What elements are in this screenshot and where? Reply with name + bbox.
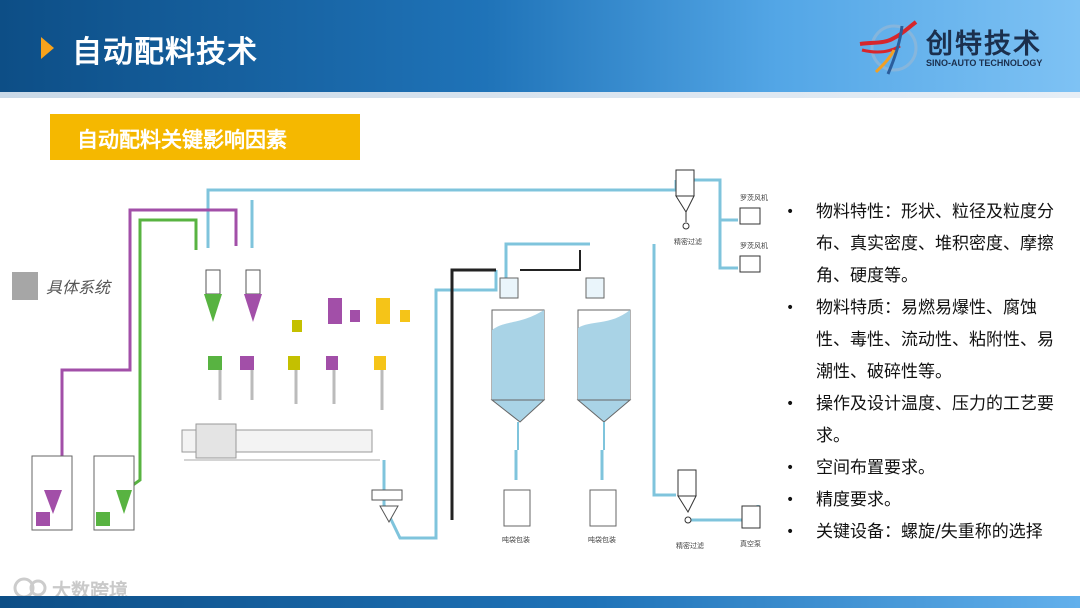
- bag-station-green: [93, 455, 135, 531]
- purple-pipe: [60, 208, 238, 460]
- factor-list: •物料特性：形状、粒径及粒度分布、真实密度、堆积密度、摩擦角、硬度等。 •物料特…: [786, 196, 1066, 548]
- storage-silo-1: 吨袋包装: [490, 277, 546, 544]
- side-label: 具体系统: [46, 278, 111, 297]
- bullet-dot: •: [786, 204, 795, 220]
- brand-name: 创特技术: [926, 29, 1042, 60]
- cyclone-filter-bottom: 精密过滤: [676, 469, 704, 550]
- feed-hopper-green: [204, 269, 222, 370]
- brand-subtitle: SINO-AUTO TECHNOLOGY: [926, 58, 1043, 68]
- process-flow-diagram: 精密过滤 精密过滤 罗茨风机 罗茨风机 真空泵 吨袋包装 吨袋包装: [31, 169, 768, 550]
- bullet-dot: •: [786, 300, 795, 316]
- footer-bar: [0, 596, 1080, 608]
- bullet-dot: •: [786, 396, 795, 412]
- svg-text:精密过滤: 精密过滤: [674, 237, 702, 246]
- cyclone-filter-top: 精密过滤: [674, 169, 702, 246]
- svg-text:罗茨风机: 罗茨风机: [740, 241, 768, 250]
- svg-text:吨袋包装: 吨袋包装: [588, 535, 616, 544]
- list-item: •精度要求。: [786, 484, 1066, 516]
- page-title: 自动配料技术: [72, 35, 258, 70]
- vacuum-hopper: [371, 489, 403, 524]
- svg-text:精密过滤: 精密过滤: [676, 541, 704, 550]
- logo-swoosh-icon: [859, 20, 918, 75]
- list-item: •物料特性：形状、粒径及粒度分布、真实密度、堆积密度、摩擦角、硬度等。: [786, 196, 1066, 292]
- blower-units: 罗茨风机 罗茨风机 真空泵: [739, 193, 768, 548]
- svg-text:罗茨风机: 罗茨风机: [740, 193, 768, 202]
- bag-station-purple: [31, 455, 73, 531]
- side-marker: [12, 272, 38, 300]
- bullet-dot: •: [786, 524, 795, 540]
- list-item: •物料特质：易燃易爆性、腐蚀性、毒性、流动性、粘附性、易潮性、破碎性等。: [786, 292, 1066, 388]
- green-pipe: [125, 218, 198, 492]
- list-item: •空间布置要求。: [786, 452, 1066, 484]
- bullet-dot: •: [786, 460, 795, 476]
- section-title: 自动配料关键影响因素: [77, 128, 287, 152]
- list-item: •操作及设计温度、压力的工艺要求。: [786, 388, 1066, 452]
- black-pipe: [450, 268, 496, 520]
- storage-silo-2: 吨袋包装: [576, 277, 632, 544]
- list-item: •关键设备：螺旋/失重称的选择: [786, 516, 1066, 548]
- section-banner: 自动配料关键影响因素: [50, 114, 360, 160]
- bullet-dot: •: [786, 492, 795, 508]
- black-pipe-top: [520, 250, 581, 271]
- feed-hopper-purple: [240, 269, 262, 370]
- small-bins: [288, 298, 410, 370]
- company-logo: 创特技术 SINO-AUTO TECHNOLOGY: [854, 14, 1064, 80]
- extruder: [181, 370, 384, 461]
- svg-text:吨袋包装: 吨袋包装: [502, 535, 530, 544]
- title-arrow-icon: [41, 37, 54, 59]
- header-divider: [0, 92, 1080, 98]
- svg-text:真空泵: 真空泵: [740, 539, 761, 548]
